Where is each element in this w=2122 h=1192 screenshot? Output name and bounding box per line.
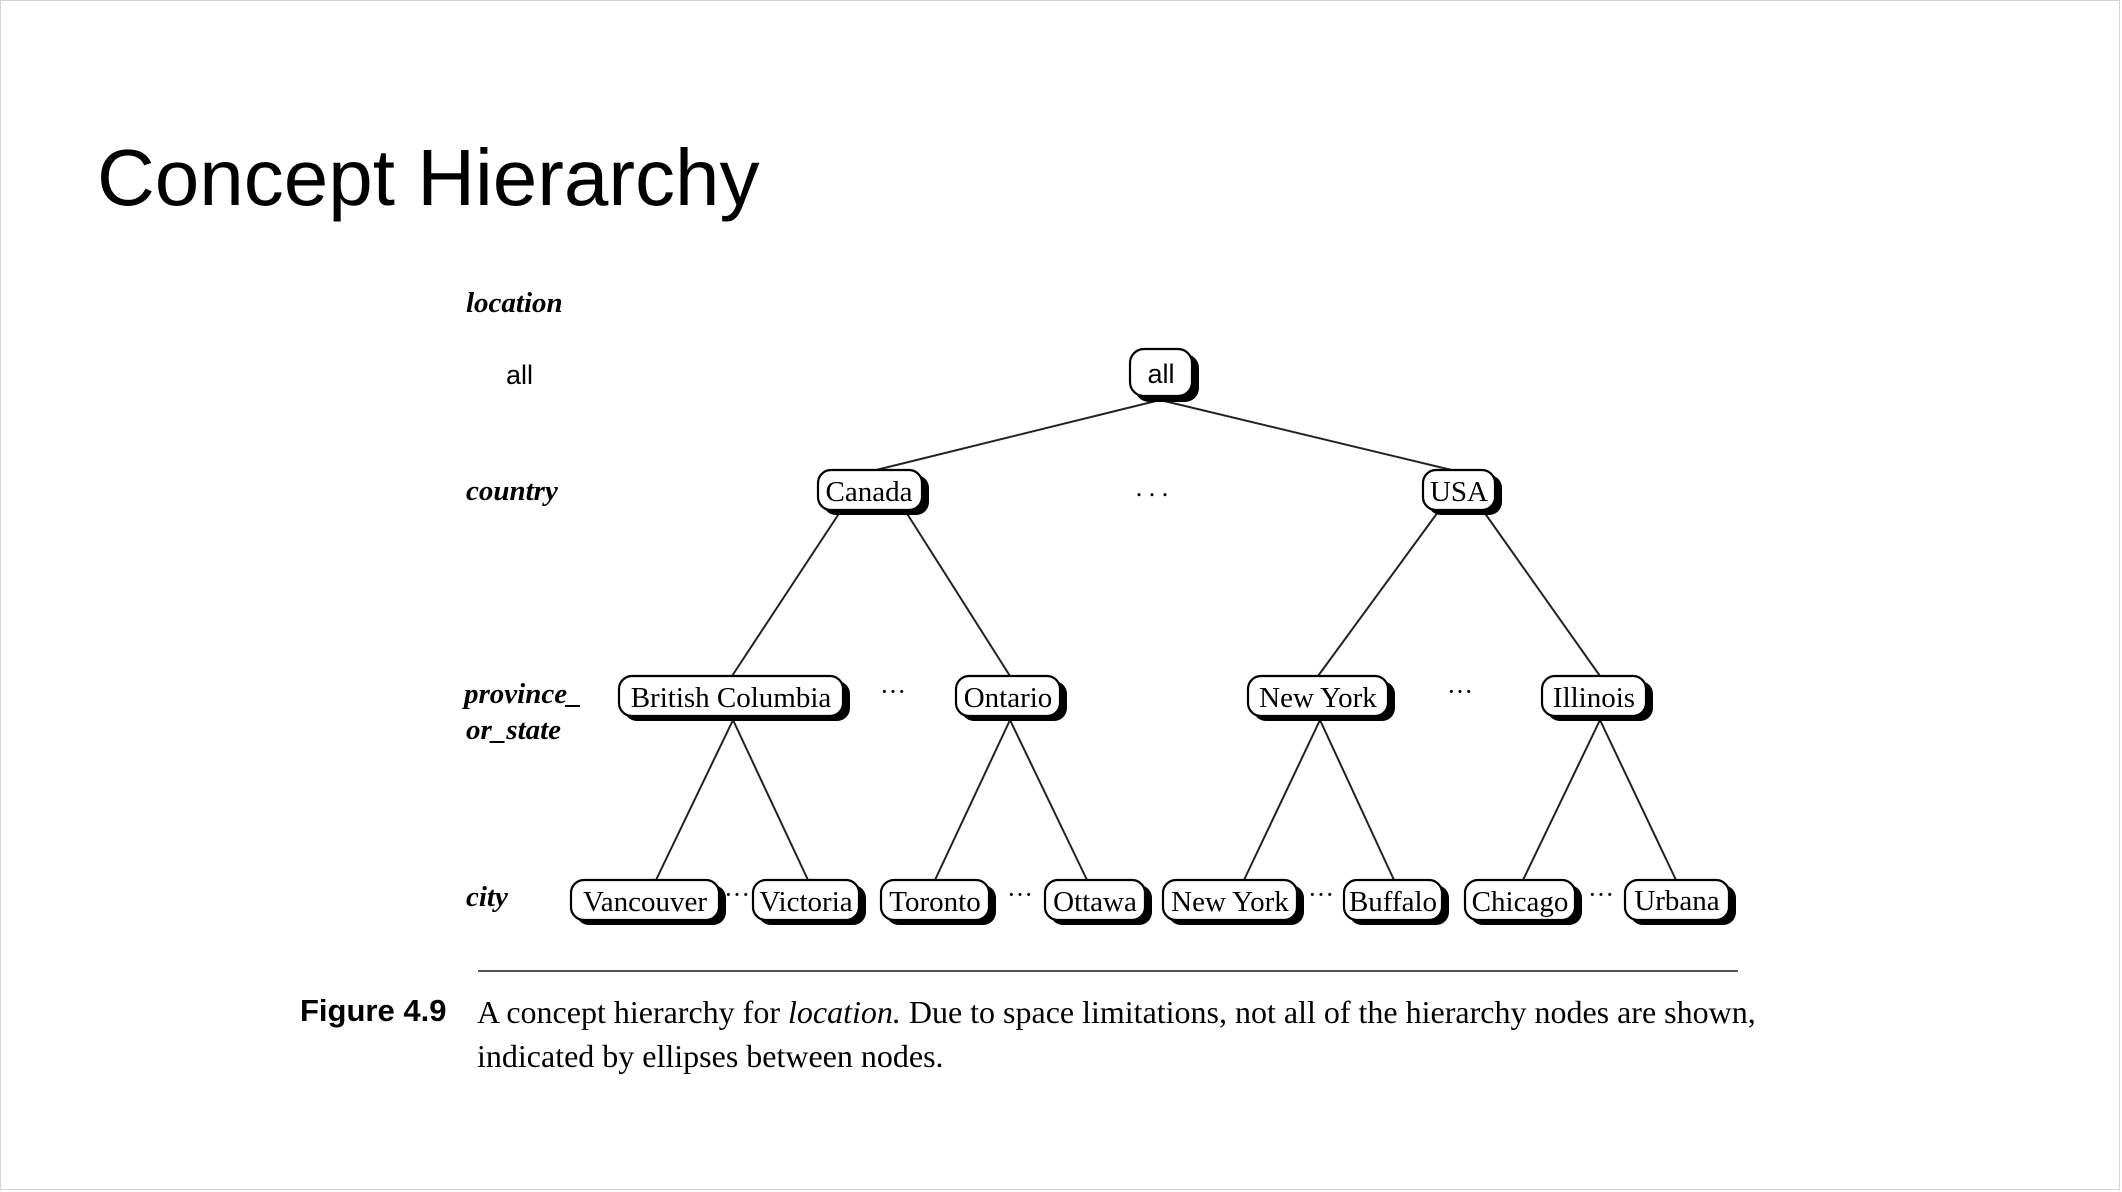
ellipsis-city-bc: ··· (724, 880, 750, 909)
node-box (1128, 347, 1194, 398)
node-box (816, 468, 924, 512)
node-label-buffalo: Buffalo (1349, 886, 1437, 918)
node-label-ontario: Ontario (964, 682, 1053, 714)
slide-title: Concept Hierarchy (97, 133, 760, 222)
edge-usa-illinois (1483, 511, 1601, 677)
edge-ontario-toronto (934, 719, 1011, 881)
edge-newyork-newyorkcity (1243, 719, 1321, 881)
node-box (1463, 878, 1577, 922)
edge-illinois-urbana (1599, 719, 1677, 881)
caption-text-after: Due to space limitations, not all of the… (477, 994, 1756, 1074)
edge-all-canada (867, 399, 1161, 473)
node-label-illinois: Illinois (1553, 682, 1635, 714)
node-british-columbia: British Columbia (617, 674, 850, 721)
node-ottawa: Ottawa (1043, 878, 1152, 925)
node-chicago: Chicago (1463, 878, 1582, 925)
edge-bc-victoria (732, 719, 809, 881)
ellipses: . . . ··· ··· ··· ··· ··· ··· (724, 473, 1614, 909)
node-box (879, 878, 991, 922)
edge-bc-vancouver (655, 719, 734, 881)
edge-all-usa (1159, 399, 1461, 473)
edge-illinois-chicago (1522, 719, 1601, 881)
ellipsis-province-usa: ··· (1447, 677, 1473, 706)
node-vancouver: Vancouver (569, 878, 726, 925)
level-label-province: province_ (461, 678, 582, 710)
level-label-country: country (466, 475, 558, 507)
figure-label: Figure 4.9 (300, 993, 447, 1028)
node-label-all: all (1147, 359, 1174, 389)
edge-usa-newyork (1317, 511, 1439, 677)
node-new-york-state: New York (1246, 674, 1395, 721)
node-box (1623, 878, 1731, 922)
node-label-new-york-city: New York (1171, 886, 1289, 918)
node-victoria: Victoria (751, 878, 866, 925)
node-box (1421, 468, 1497, 512)
node-box (751, 878, 861, 922)
node-label-canada: Canada (826, 476, 913, 508)
level-label-all: all (506, 360, 533, 390)
figure-caption-text: A concept hierarchy for location. Due to… (477, 990, 1777, 1078)
node-box (1161, 878, 1299, 922)
node-label-new-york-state: New York (1259, 682, 1377, 714)
node-box (954, 674, 1062, 718)
node-box (1043, 878, 1147, 922)
level-labels: location all country province_ or_state … (461, 287, 582, 913)
ellipsis-city-ontario: ··· (1007, 880, 1033, 909)
node-usa: USA (1421, 468, 1502, 515)
ellipsis-city-newyork: ··· (1308, 880, 1334, 909)
ellipsis-city-illinois: ··· (1588, 880, 1614, 909)
level-label-or-state: or_state (466, 714, 561, 746)
caption-text-emph: location. (787, 994, 901, 1030)
node-label-british-columbia: British Columbia (631, 682, 832, 714)
node-label-chicago: Chicago (1472, 886, 1569, 918)
node-box (1342, 878, 1444, 922)
node-box (569, 878, 721, 922)
node-label-toronto: Toronto (889, 886, 980, 918)
ellipsis-province-canada: ··· (880, 677, 906, 706)
edge-newyork-buffalo (1319, 719, 1395, 881)
node-illinois: Illinois (1540, 674, 1653, 721)
level-label-city: city (466, 881, 508, 913)
node-box (1246, 674, 1390, 718)
node-box (1540, 674, 1648, 718)
node-label-urbana: Urbana (1634, 885, 1719, 917)
node-buffalo: Buffalo (1342, 878, 1449, 925)
edge-ontario-ottawa (1009, 719, 1088, 881)
level-label-location: location (466, 287, 563, 319)
node-label-vancouver: Vancouver (583, 886, 707, 918)
edges (655, 399, 1677, 881)
node-canada: Canada (816, 468, 929, 515)
node-all: all (1128, 347, 1199, 402)
node-ontario: Ontario (954, 674, 1067, 721)
node-label-usa: USA (1430, 476, 1488, 508)
ellipsis-country: . . . (1136, 473, 1169, 502)
node-new-york-city: New York (1161, 878, 1304, 925)
node-toronto: Toronto (879, 878, 996, 925)
node-urbana: Urbana (1623, 878, 1736, 925)
edge-canada-bc (731, 511, 841, 677)
node-label-victoria: Victoria (759, 886, 852, 918)
caption-text-before: A concept hierarchy for (477, 994, 788, 1030)
node-box (617, 674, 845, 718)
node-label-ottawa: Ottawa (1053, 886, 1137, 918)
edge-canada-ontario (905, 511, 1011, 677)
